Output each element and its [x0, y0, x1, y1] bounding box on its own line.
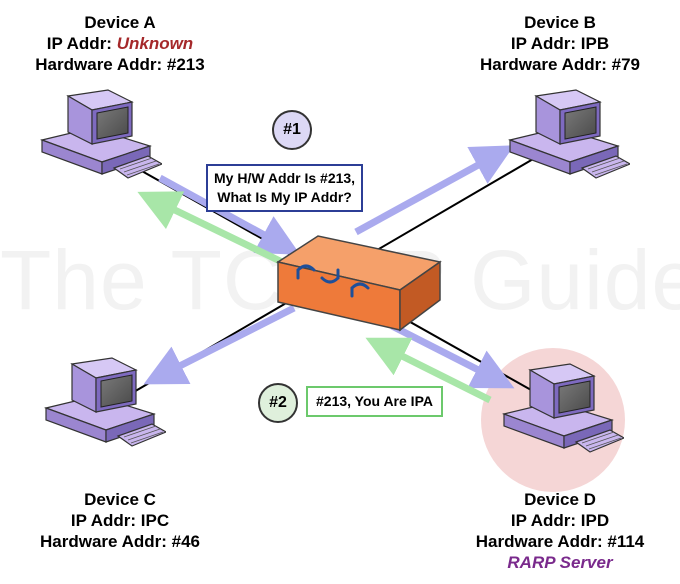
request-arrow-a-to-switch: [158, 174, 301, 255]
device-a-ip-row: IP Addr: Unknown: [0, 33, 240, 54]
device-d-ip-prefix: IP Addr:: [510, 511, 581, 530]
device-c-ip-prefix: IP Addr:: [70, 511, 141, 530]
device-c-label: Device C IP Addr: IPC Hardware Addr: #46: [0, 489, 240, 552]
device-d-name: Device D: [524, 490, 596, 509]
device-d-ip-value: IPD: [580, 511, 610, 530]
step-2-badge: #2: [258, 383, 298, 423]
switch-icon: [276, 235, 442, 332]
computer-icon-b: [509, 89, 630, 179]
device-b-ip-value: IPB: [580, 34, 610, 53]
device-a-hw: Hardware Addr: #213: [35, 55, 205, 74]
device-b-ip-row: IP Addr: IPB: [440, 33, 680, 54]
device-c-ip-row: IP Addr: IPC: [0, 510, 240, 531]
device-a-label: Device A IP Addr: Unknown Hardware Addr:…: [0, 12, 240, 75]
request-message-line-1: My H/W Addr Is #213,: [214, 170, 356, 186]
device-d-role: RARP Server: [507, 553, 613, 572]
request-message-box: My H/W Addr Is #213, What Is My IP Addr?: [206, 164, 364, 212]
device-a-ip-prefix: IP Addr:: [46, 34, 117, 53]
reply-arrow-switch-to-a: [137, 191, 284, 266]
device-b-name: Device B: [524, 13, 596, 32]
device-d-hw: Hardware Addr: #114: [475, 532, 645, 551]
request-arrow-switch-to-d: [390, 322, 515, 389]
request-message-line-2: What Is My IP Addr?: [217, 189, 352, 205]
reply-arrow-d-to-switch: [365, 337, 492, 404]
device-c-ip-value: IPC: [140, 511, 170, 530]
step-1-badge: #1: [272, 110, 312, 150]
reply-message-box: #213, You Are IPA: [306, 386, 443, 417]
device-d-ip-row: IP Addr: IPD: [440, 510, 680, 531]
computer-icon-d: [503, 363, 624, 453]
device-a-ip-value: Unknown: [116, 34, 194, 53]
computer-icon-a: [41, 89, 162, 179]
device-c-hw: Hardware Addr: #46: [40, 532, 200, 551]
computer-icon-c: [45, 357, 166, 447]
device-d-label: Device D IP Addr: IPD Hardware Addr: #11…: [440, 489, 680, 573]
request-arrow-switch-to-c: [143, 304, 296, 385]
device-b-hw: Hardware Addr: #79: [480, 55, 640, 74]
device-c-name: Device C: [84, 490, 156, 509]
device-a-name: Device A: [84, 13, 156, 32]
device-b-ip-prefix: IP Addr:: [510, 34, 581, 53]
request-arrow-switch-to-b: [354, 145, 515, 236]
device-b-label: Device B IP Addr: IPB Hardware Addr: #79: [440, 12, 680, 75]
